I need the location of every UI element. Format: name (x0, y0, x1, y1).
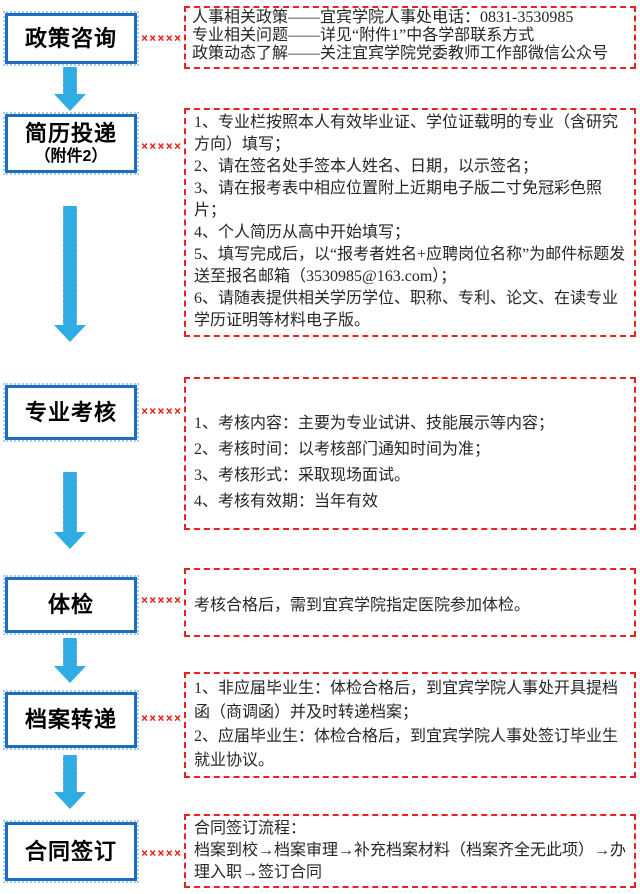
detail-line: 2、考核时间：以考核部门通知时间为准； (194, 441, 491, 458)
detail-line: 4、个人简历从高中开始填写； (194, 224, 411, 241)
down-arrow-icon (54, 755, 86, 809)
step-box-file-transfer: 档案转递 (3, 690, 139, 750)
detail-line: 1、考核内容：主要为专业试讲、技能展示等内容； (194, 415, 555, 432)
detail-box-file-transfer: 1、非应届毕业生：体检合格后，到宜宾学院人事处开具提档函（商调函）并及时转递档案… (184, 672, 636, 778)
step-label: 政策咨询 (24, 25, 117, 51)
detail-line: 1、非应届毕业生：体检合格后，到宜宾学院人事处开具提档函（商调函）并及时转递档案… (194, 680, 619, 721)
down-arrow-icon (54, 206, 86, 342)
detail-line: 3、请在报考表中相应位置附上近期电子版二寸免冠彩色照片； (194, 180, 603, 219)
detail-line: 政策动态了解——关注宜宾学院党委教师工作部微信公众号 (192, 45, 609, 62)
step-label: 合同签订 (24, 838, 117, 864)
dashed-connector-icon: ××××× (140, 846, 183, 860)
arrow-shaft (63, 206, 77, 325)
detail-box-contract-signing: 合同签订流程： 档案到校→档案审理→补充档案材料（档案齐全无此项）→办理入职→签… (184, 814, 636, 888)
dashed-connector-icon: ××××× (140, 593, 183, 607)
dashed-connector-icon: ××××× (140, 31, 183, 45)
arrow-shaft (63, 755, 77, 792)
arrow-head (54, 325, 86, 342)
detail-line: 3、考核形式：采取现场面试。 (194, 467, 411, 484)
dashed-connector-icon: ××××× (140, 404, 183, 418)
detail-line: 2、应届毕业生：体检合格后，到宜宾学院人事处签订毕业生就业协议。 (194, 728, 619, 769)
detail-line: 人事相关政策——宜宾学院人事处电话：0831-3530985 (192, 9, 574, 26)
detail-box-policy-consultation: 人事相关政策——宜宾学院人事处电话：0831-3530985 专业相关问题——详… (184, 6, 636, 69)
detail-box-physical-exam: 考核合格后，需到宜宾学院指定医院参加体检。 (184, 568, 636, 637)
detail-line: 5、填写完成后，以“报考者姓名+应聘岗位名称”为邮件标题发送至报名邮箱（3530… (194, 246, 626, 285)
dashed-connector-icon: ××××× (140, 711, 183, 725)
dashed-connector-icon: ××××× (140, 139, 183, 153)
step-box-physical-exam: 体检 (3, 575, 139, 635)
arrow-shaft (63, 638, 77, 666)
step-label: 档案转递 (24, 707, 117, 733)
arrow-head (54, 94, 86, 111)
arrow-head (54, 532, 86, 549)
detail-line: 专业相关问题——详见“附件1”中各学部联系方式 (192, 27, 535, 44)
down-arrow-icon (54, 638, 86, 683)
arrow-shaft (63, 67, 77, 94)
step-box-resume-submission: 简历投递 （附件2） (3, 112, 139, 175)
detail-line: 考核合格后，需到宜宾学院指定医院参加体检。 (194, 596, 531, 614)
arrow-head (54, 666, 86, 683)
step-label: 体检 (47, 592, 94, 618)
detail-line: 6、请随表提供相关学历学位、职称、专利、论文、在读专业学历证明等材料电子版。 (194, 290, 619, 329)
detail-line: 档案到校→档案审理→补充档案材料（档案齐全无此项）→办理入职→签订合同 (194, 842, 627, 881)
step-label: 专业考核 (24, 399, 117, 425)
down-arrow-icon (54, 472, 86, 549)
detail-box-professional-assessment: 1、考核内容：主要为专业试讲、技能展示等内容； 2、考核时间：以考核部门通知时间… (184, 377, 636, 530)
step-box-policy-consultation: 政策咨询 (3, 11, 139, 66)
detail-line: 2、请在签名处手签本人姓名、日期，以示签名； (194, 158, 539, 175)
step-sublabel: （附件2） (34, 147, 108, 165)
down-arrow-icon (54, 67, 86, 111)
step-box-professional-assessment: 专业考核 (3, 383, 139, 442)
detail-line: 合同签订流程： (194, 820, 307, 837)
detail-line: 4、考核有效期：当年有效 (194, 493, 379, 510)
detail-box-resume-submission: 1、专业栏按照本人有效毕业证、学位证载明的专业（含研究方向）填写； 2、请在签名… (184, 108, 636, 337)
detail-line: 1、专业栏按照本人有效毕业证、学位证载明的专业（含研究方向）填写； (194, 114, 619, 153)
step-box-contract-signing: 合同签订 (3, 820, 139, 883)
arrow-head (54, 792, 86, 809)
arrow-shaft (63, 472, 77, 532)
step-label: 简历投递 (24, 121, 117, 147)
